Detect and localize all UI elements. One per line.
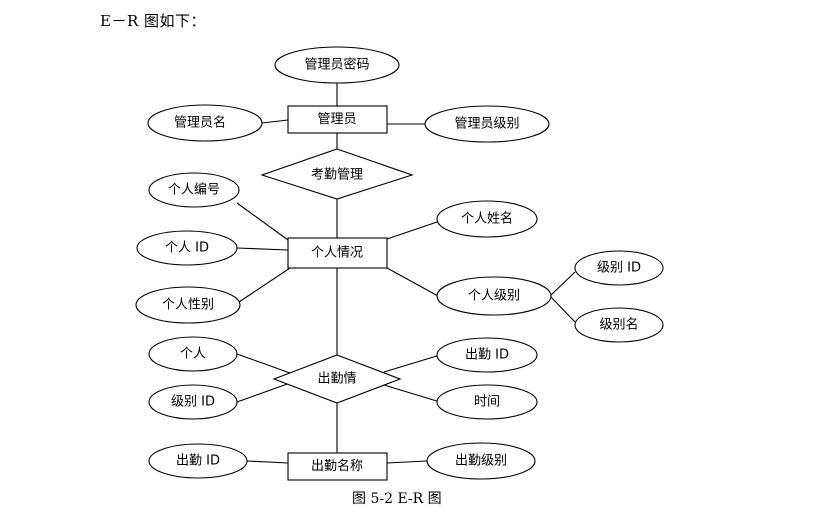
attr-level-id: 级别 ID xyxy=(574,250,664,286)
relationship-attendance-mgmt: 考勤管理 xyxy=(260,148,414,200)
attr-admin-password: 管理员密码 xyxy=(274,46,400,84)
attr-attendance-level: 出勤级别 xyxy=(426,442,536,480)
attr-person-number-label: 个人编号 xyxy=(168,183,220,198)
edge-status-time xyxy=(383,384,441,403)
edge-person-gender xyxy=(238,267,291,303)
attr-admin-name: 管理员名 xyxy=(147,104,263,142)
attr-person-id: 个人 ID xyxy=(136,230,238,266)
edge-attname-attid xyxy=(246,460,289,464)
attr-person-label: 个人 xyxy=(180,347,206,362)
entity-admin-label: 管理员 xyxy=(317,112,356,127)
attr-attendance-id-2: 出勤 ID xyxy=(148,443,248,479)
attr-person-name: 个人姓名 xyxy=(436,200,538,238)
edge-person-id xyxy=(236,247,289,251)
attr-person-number: 个人编号 xyxy=(148,172,240,208)
attr-admin-level: 管理员级别 xyxy=(424,105,550,143)
attr-person-name-label: 个人姓名 xyxy=(461,211,513,227)
attr-person-level: 个人级别 xyxy=(436,276,552,316)
relationship-attendance-status-label: 出勤情 xyxy=(317,372,356,387)
attr-person-level-label: 个人级别 xyxy=(468,289,520,304)
attr-admin-level-label: 管理员级别 xyxy=(454,117,519,132)
attr-attendance-id: 出勤 ID xyxy=(436,337,538,373)
relationship-attendance-status: 出勤情 xyxy=(272,354,402,404)
attr-level-name: 级别名 xyxy=(574,307,664,343)
entity-person-info-label: 个人情况 xyxy=(311,246,363,261)
connectors xyxy=(236,83,576,464)
attr-level-id-2-label: 级别 ID xyxy=(171,395,215,410)
edge-person-level xyxy=(386,267,439,297)
attr-attendance-id-label: 出勤 ID xyxy=(465,348,509,363)
edge-person-number xyxy=(236,202,289,241)
edge-admin-name xyxy=(261,119,289,124)
entity-admin: 管理员 xyxy=(287,105,388,134)
attr-level-id-label: 级别 ID xyxy=(597,261,641,276)
attr-time-label: 时间 xyxy=(474,395,500,410)
attr-admin-password-label: 管理员密码 xyxy=(304,57,369,73)
intro-text: E－R 图如下： xyxy=(100,12,207,30)
attr-person-id-label: 个人 ID xyxy=(165,241,209,256)
attr-person-gender: 个人性别 xyxy=(135,286,241,324)
attr-attendance-id-2-label: 出勤 ID xyxy=(176,454,220,469)
entity-attendance-name: 出勤名称 xyxy=(287,452,388,481)
edge-level-levelname xyxy=(549,295,576,323)
attr-attendance-level-label: 出勤级别 xyxy=(455,454,507,469)
attr-person-gender-label: 个人性别 xyxy=(162,298,214,313)
attr-level-name-label: 级别名 xyxy=(599,317,638,333)
edge-level-levelid xyxy=(549,271,576,297)
attr-time: 时间 xyxy=(436,384,538,420)
entity-attendance-name-label: 出勤名称 xyxy=(311,458,363,474)
attr-admin-name-label: 管理员名 xyxy=(174,115,226,131)
edge-status-person xyxy=(236,353,291,374)
figure-caption: 图 5-2 E-R 图 xyxy=(352,491,442,507)
edge-attname-attlevel xyxy=(386,460,428,464)
relationship-attendance-mgmt-label: 考勤管理 xyxy=(311,168,363,183)
attr-person: 个人 xyxy=(148,336,238,372)
edge-status-attid xyxy=(383,354,441,373)
edge-status-levelid xyxy=(236,382,291,403)
entity-person-info: 个人情况 xyxy=(287,237,388,269)
attr-level-id-2: 级别 ID xyxy=(148,384,238,420)
edge-person-name xyxy=(386,220,441,240)
